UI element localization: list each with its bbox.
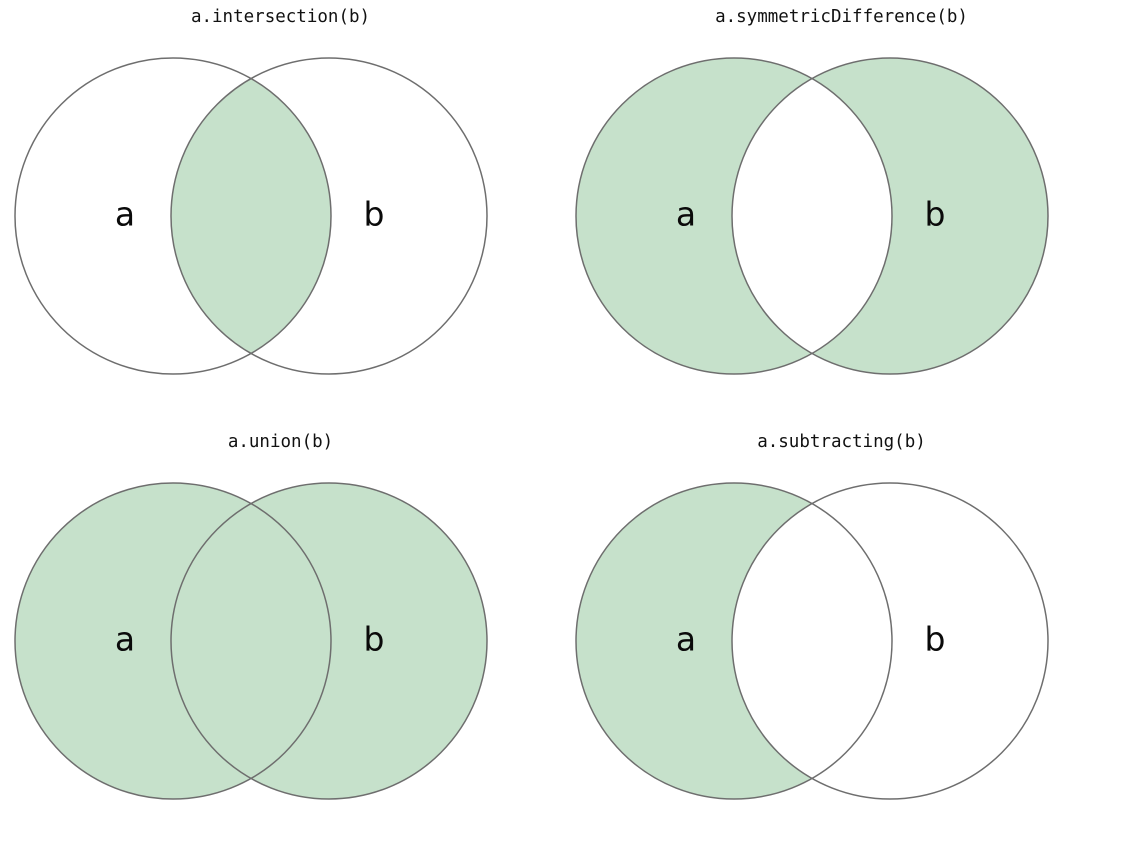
venn-svg-intersection: a b	[14, 57, 488, 375]
circle-a-outline	[575, 482, 893, 800]
set-label-a: a	[676, 620, 696, 659]
region-union	[15, 483, 487, 799]
circle-b-outline	[170, 57, 488, 375]
panel-title: a.union(b)	[227, 432, 334, 452]
venn-svg-union: a b	[14, 482, 488, 800]
set-label-b: b	[925, 195, 946, 234]
region-a-only-and-b-only	[561, 0, 1122, 425]
set-label-a: a	[676, 195, 696, 234]
set-label-b: b	[364, 620, 385, 659]
region-a-only	[561, 425, 1122, 850]
venn-panel-intersection: a.intersection(b) a b	[0, 0, 561, 425]
circle-a-outline	[14, 482, 332, 800]
set-label-a: a	[115, 195, 135, 234]
venn-panel-subtracting: a.subtracting(b) a b	[561, 425, 1122, 850]
circle-a-outline	[575, 57, 893, 375]
circle-b-outline	[731, 482, 1049, 800]
circle-b-outline	[170, 482, 488, 800]
venn-svg-subtracting: a b	[561, 425, 1122, 850]
set-label-b: b	[925, 620, 946, 659]
venn-svg-symmetric-difference: a b	[561, 0, 1122, 425]
set-label-b: b	[364, 195, 385, 234]
venn-panel-symmetric-difference: a.symmetricDifference(b)	[561, 0, 1122, 425]
circle-a-outline	[14, 57, 332, 375]
circle-b-outline	[731, 57, 1049, 375]
set-label-a: a	[115, 620, 135, 659]
region-a-and-b	[171, 58, 331, 374]
panel-title: a.intersection(b)	[190, 7, 371, 27]
venn-panel-union: a.union(b) a b	[0, 425, 561, 850]
